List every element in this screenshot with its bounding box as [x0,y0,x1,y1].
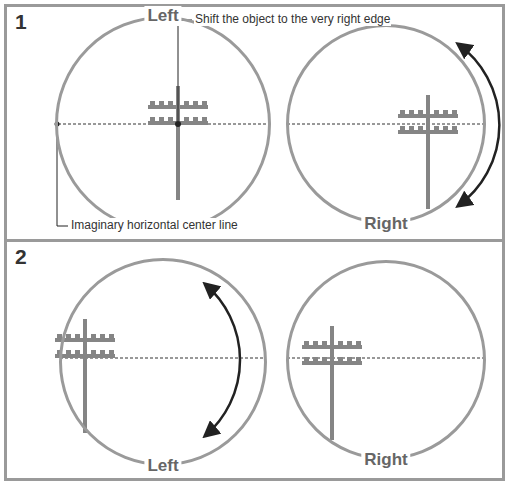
eye-label: Left [144,456,181,476]
eyepiece-outline [55,16,271,232]
eyepiece-outline [59,258,267,466]
eyepiece-circle [57,18,270,231]
eyepiece-view: Left [55,16,271,232]
eyepiece-view: Right [286,24,486,224]
rotate-arrow [205,284,240,436]
eyepiece-outline [286,260,486,460]
eyepiece-view: Left [59,258,267,466]
eye-label: Left [144,6,181,26]
center-line [287,124,484,125]
target-dot [175,121,181,127]
eye-label: Right [361,214,410,234]
callout-note: Shift the object to the very right edge [194,12,391,26]
callout-note: Imaginary horizontal center line [70,218,239,232]
step-number: 1 [15,10,27,34]
eyepiece-circle [288,262,485,459]
eyepiece-outline [286,24,486,224]
step-panel: LeftRight2 [4,239,505,481]
step-number: 2 [15,245,27,269]
eyepiece-view: Right [286,260,486,460]
eyepiece-circle [61,260,266,465]
eyepiece-circle [288,26,485,223]
step-panel: LeftRight1 [4,4,505,242]
utility-pole [398,95,458,209]
leader-line [178,20,192,121]
eye-label: Right [361,450,410,470]
